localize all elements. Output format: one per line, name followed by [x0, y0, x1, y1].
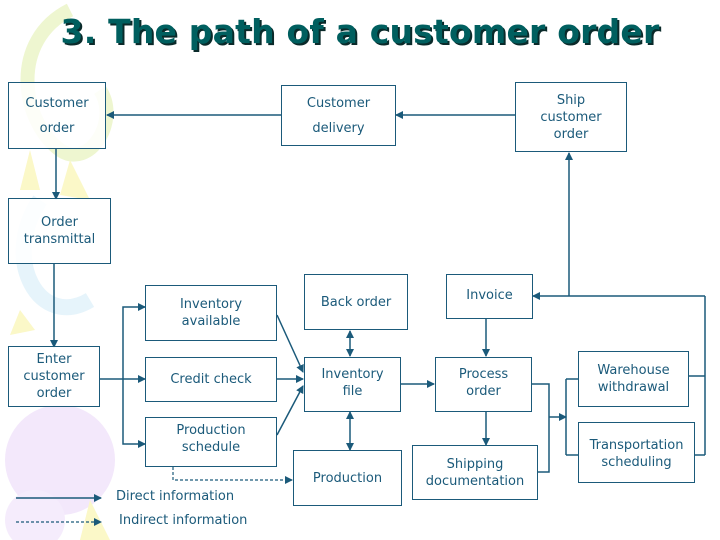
arrow-to-production-schedule: [122, 379, 146, 448]
legend-direct-label: Direct information: [116, 489, 235, 504]
node-process-order: Process order: [435, 357, 532, 412]
node-customer-order: Customer order: [8, 82, 106, 149]
node-transportation-scheduling: Transportation scheduling: [578, 422, 695, 483]
node-ship-customer-order: Ship customer order: [515, 82, 627, 152]
node-production-schedule: Production schedule: [145, 417, 277, 467]
arrow-production-schedule-to-file: [276, 385, 304, 436]
node-inventory-file: Inventory file: [304, 357, 401, 412]
node-order-transmittal: Order transmittal: [8, 198, 111, 264]
node-warehouse-withdrawal: Warehouse withdrawal: [578, 351, 689, 407]
line-process-out: [532, 383, 550, 417]
line-shipping-out: [537, 417, 550, 473]
node-credit-check: Credit check: [145, 357, 277, 402]
node-enter-customer-order: Enter customer order: [8, 346, 100, 407]
slide-title: 3. The path of a customer order: [60, 12, 660, 51]
node-invoice: Invoice: [446, 274, 533, 319]
node-back-order: Back order: [304, 274, 408, 330]
legend-indirect-label: Indirect information: [119, 513, 248, 528]
node-shipping-documentation: Shipping documentation: [412, 445, 538, 500]
node-inventory-available: Inventory available: [145, 285, 277, 341]
node-production: Production: [293, 450, 402, 506]
arrow-inventory-available-to-file: [276, 314, 304, 373]
node-customer-delivery: Customer delivery: [281, 85, 396, 146]
arrow-to-inventory-available: [122, 303, 146, 379]
dashed-schedule-to-production: [172, 467, 293, 484]
